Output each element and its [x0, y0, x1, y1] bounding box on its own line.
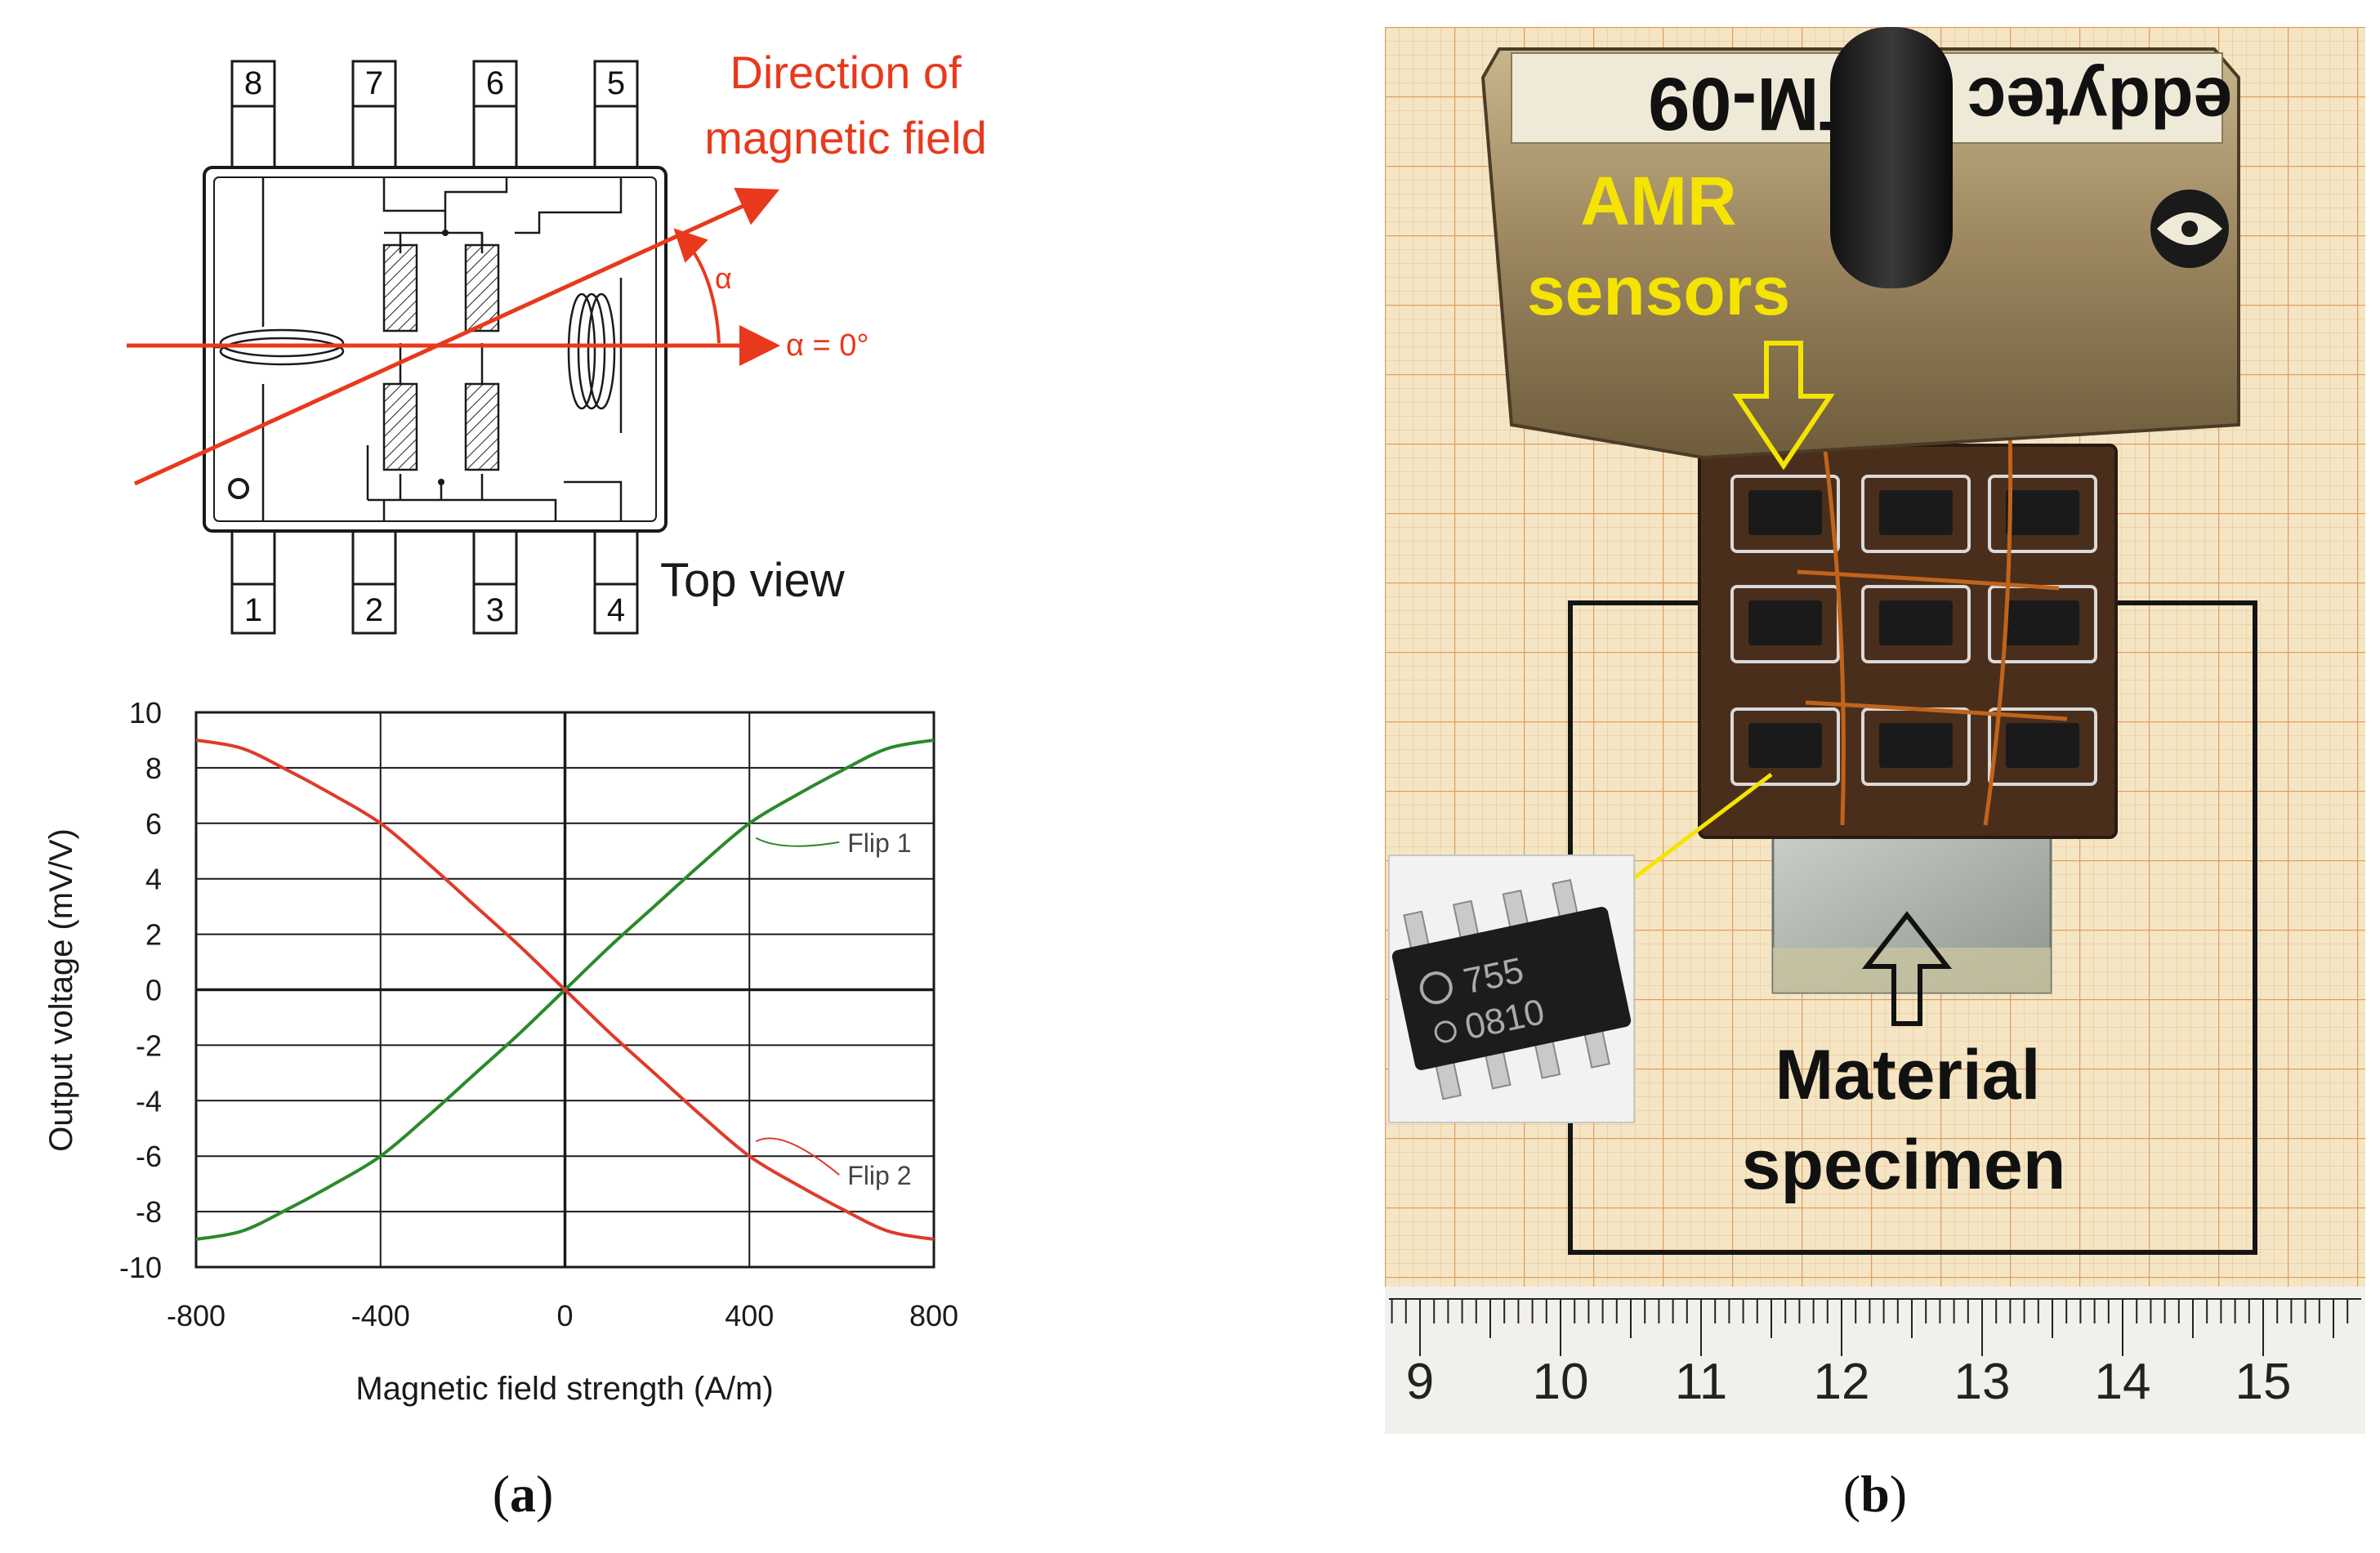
- series-leader-2: [755, 1137, 840, 1176]
- chart-series-labels: Flip 1 Flip 2: [755, 828, 912, 1190]
- y-tick-label: 8: [145, 752, 162, 785]
- copper-wire: [1820, 424, 1846, 826]
- pin-label-8: 8: [244, 65, 262, 101]
- copper-wire: [1983, 424, 2013, 826]
- probe-photo: TM-09 eddytec AMR sensors: [1385, 27, 2365, 1434]
- amr-sensor-chip: [1988, 475, 2097, 553]
- chip-inset: 755 0810: [1388, 773, 1773, 1123]
- y-tick-label: -6: [136, 1140, 162, 1173]
- field-label-line2: magnetic field: [704, 112, 987, 163]
- amr-sensor-array: [1730, 424, 2097, 826]
- alpha-label: α: [715, 261, 732, 295]
- series-leader-1: [755, 837, 840, 847]
- pin1-marker: [228, 478, 249, 499]
- field-direction-arrow: [133, 187, 780, 486]
- caption-a-text: (a): [493, 1465, 554, 1523]
- alpha-arc: [673, 228, 721, 344]
- x-tick-label: -800: [167, 1299, 225, 1332]
- pins-bottom: [230, 521, 639, 635]
- amr-label-line1: AMR: [1580, 163, 1736, 239]
- ruler: 9 10 11 12 13 14 15: [1385, 1287, 2365, 1434]
- pin-label-3: 3: [486, 592, 504, 628]
- material-specimen: [1771, 828, 2052, 994]
- y-tick-label: 6: [145, 807, 162, 841]
- series-line-2: [195, 738, 935, 1242]
- amr-sensor-chip: [1861, 475, 1971, 553]
- top-view-label: Top view: [660, 554, 846, 607]
- chip-logo-icon: [1419, 971, 1453, 1005]
- y-tick-label: -8: [136, 1195, 162, 1229]
- ruler-ticks: [1389, 1298, 2361, 1356]
- caption-a: (a): [493, 1465, 554, 1523]
- pin-5: [593, 60, 639, 169]
- magnetoresistors: [382, 243, 500, 471]
- amr-label-line2: sensors: [1527, 252, 1790, 329]
- y-tick-label: 2: [145, 918, 162, 952]
- caption-b-text: (b): [1843, 1465, 1907, 1523]
- probe-cable: [1830, 27, 1953, 288]
- specimen-label-line1: Material: [1775, 1036, 2040, 1114]
- amr-sensor-chip: [1730, 475, 1840, 553]
- ruler-number: 14: [2095, 1354, 2151, 1410]
- pin-label-4: 4: [607, 592, 625, 628]
- amr-sensor-chip: [1730, 707, 1840, 786]
- ruler-number: 15: [2235, 1354, 2292, 1410]
- ruler-number: 10: [1533, 1354, 1589, 1410]
- amr-sensor-chip: [1988, 707, 2097, 786]
- ruler-number: 11: [1675, 1354, 1727, 1410]
- chart-series: [195, 738, 935, 1242]
- amr-arrow-icon: [1732, 341, 1835, 471]
- series-label-2: Flip 2: [847, 1161, 911, 1190]
- pin-4: [593, 521, 639, 635]
- probe-model-text: TM-09: [1648, 62, 1865, 145]
- brand-logo-icon: [2150, 190, 2229, 268]
- output-voltage-chart: -800 -400 0 400 800 10 8 6 4 2 0 -2 -4 -6 -8 -10 Flip 1…: [43, 696, 958, 1407]
- y-tick-label: -2: [136, 1029, 162, 1062]
- pin-label-6: 6: [486, 65, 504, 101]
- y-tick-label: -4: [136, 1084, 162, 1118]
- specimen-arrow-icon: [1861, 911, 1953, 1026]
- x-tick-label: -400: [351, 1299, 410, 1332]
- x-tick-label: 0: [556, 1299, 573, 1332]
- x-tick-label: 800: [909, 1299, 958, 1332]
- pin-label-2: 2: [365, 592, 383, 628]
- pin-3: [472, 521, 518, 635]
- probe-body: TM-09 eddytec: [1480, 27, 2240, 460]
- ic-package: [203, 166, 668, 533]
- chart-y-axis-label: Output voltage (mV/V): [43, 828, 79, 1152]
- ruler-number: 9: [1406, 1354, 1434, 1410]
- y-tick-label: -10: [119, 1251, 162, 1284]
- ruler-number: 13: [1954, 1354, 2011, 1410]
- offset-coil: [567, 292, 616, 410]
- pins-top: [230, 60, 639, 169]
- caption-b: (b): [1843, 1465, 1907, 1523]
- copper-wire: [1797, 569, 2060, 591]
- chart-x-axis-label: Magnetic field strength (A/m): [355, 1371, 773, 1407]
- ruler-numbers: 9 10 11 12 13 14 15: [1406, 1354, 2292, 1410]
- y-tick-label: 0: [145, 974, 162, 1007]
- amr-sensor-chip: [1861, 585, 1971, 663]
- y-tick-label: 4: [145, 863, 162, 896]
- pin-label-7: 7: [365, 65, 383, 101]
- chart-ticks: -800 -400 0 400 800 10 8 6 4 2 0 -2 -4 -6 -8 -10: [119, 696, 958, 1332]
- specimen-label-line2: specimen: [1742, 1126, 2066, 1204]
- copper-wire: [1805, 700, 2068, 721]
- ic-diagram: 8 7 6 5 1 2 3 4: [127, 47, 987, 635]
- ruler-number: 12: [1814, 1354, 1870, 1410]
- field-label-line1: Direction of: [730, 47, 962, 98]
- pin-label-5: 5: [607, 65, 625, 101]
- pin-label-1: 1: [244, 592, 262, 628]
- ic-internal-wiring: [261, 177, 623, 521]
- pin-2: [351, 521, 397, 635]
- series-label-1: Flip 1: [847, 828, 911, 858]
- material-specimen-callout: Material specimen: [1742, 911, 2066, 1204]
- amr-sensors-callout: AMR sensors: [1527, 163, 1835, 471]
- probe-brand-text: eddytec: [1967, 63, 2232, 141]
- sensor-board: [1698, 424, 2118, 839]
- x-tick-label: 400: [725, 1299, 774, 1332]
- y-tick-label: 10: [129, 696, 162, 730]
- alpha-zero-label: α = 0°: [786, 328, 869, 363]
